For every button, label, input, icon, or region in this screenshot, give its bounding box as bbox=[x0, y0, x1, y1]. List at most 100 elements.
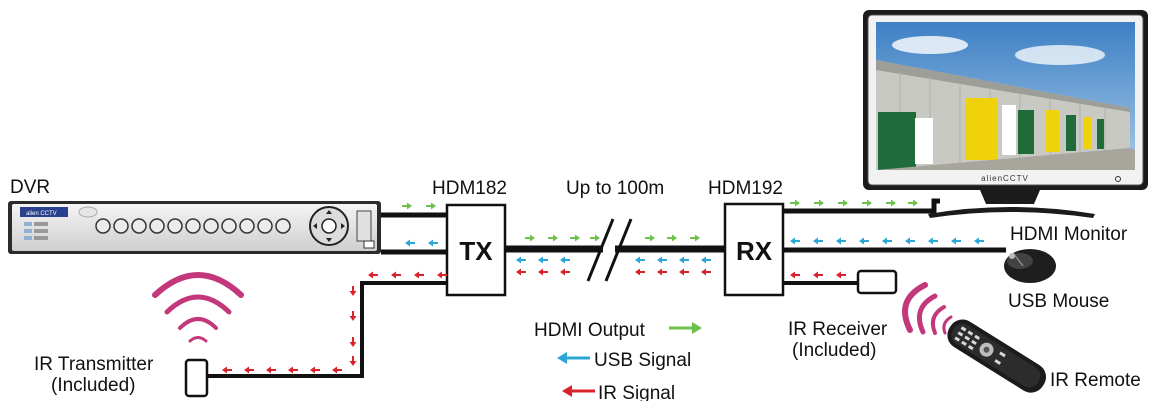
tx-box-label: TX bbox=[459, 236, 493, 266]
distance-label: Up to 100m bbox=[566, 178, 664, 199]
usb-arrow bbox=[882, 237, 892, 245]
hdmi-monitor: alienCCTV bbox=[863, 10, 1148, 218]
ir-arrow bbox=[701, 268, 711, 276]
ir-arrow bbox=[368, 271, 378, 279]
legend-ir-label: IR Signal bbox=[598, 383, 675, 401]
hdmi-arrow bbox=[402, 202, 412, 210]
ir-arrow bbox=[244, 366, 254, 374]
monitor-brand: alienCCTV bbox=[981, 174, 1029, 183]
usb-arrow bbox=[813, 237, 823, 245]
hdmi-arrow bbox=[590, 234, 600, 242]
legend-ir-arrow bbox=[562, 385, 595, 397]
usb-arrow bbox=[790, 237, 800, 245]
usb-arrow bbox=[657, 256, 667, 264]
dvr-button bbox=[221, 218, 237, 234]
ir-arrow bbox=[657, 268, 667, 276]
hdmi-arrow bbox=[548, 234, 558, 242]
hdmi-arrow bbox=[525, 234, 535, 242]
hdmi-monitor-label: HDMI Monitor bbox=[1010, 224, 1128, 245]
dvr-button bbox=[257, 218, 273, 234]
hdmi-arrow bbox=[886, 199, 896, 207]
tx-box: TX bbox=[445, 203, 507, 297]
dvr-button bbox=[167, 218, 183, 234]
ir-arrow bbox=[332, 366, 342, 374]
usb-arrow bbox=[951, 237, 961, 245]
dvr-unit: alien CCTV bbox=[8, 201, 381, 254]
hdmi-arrow bbox=[570, 234, 580, 242]
ir-receiver bbox=[856, 269, 898, 295]
dvr-button bbox=[275, 218, 291, 234]
hdmi-arrow bbox=[790, 199, 800, 207]
usb-mouse bbox=[1004, 249, 1056, 283]
ir-arrow bbox=[790, 271, 800, 279]
ir-arrow bbox=[266, 366, 276, 374]
usb-arrow bbox=[836, 237, 846, 245]
legend: HDMI Output USB Signal IR Signal bbox=[534, 320, 702, 401]
ir-remote-label: IR Remote bbox=[1050, 370, 1141, 391]
usb-arrow bbox=[538, 256, 548, 264]
ir-remote bbox=[947, 319, 1046, 393]
hdmi-arrow bbox=[690, 234, 700, 242]
ir-transmitter-waves bbox=[152, 272, 244, 343]
cables bbox=[207, 198, 1006, 378]
ir-arrow bbox=[560, 268, 570, 276]
hdmi-arrow bbox=[908, 199, 918, 207]
dvr-button bbox=[185, 218, 201, 234]
svg-text:alien CCTV: alien CCTV bbox=[26, 211, 57, 217]
signal-arrows bbox=[222, 199, 984, 374]
tx-model-label: HDM182 bbox=[432, 178, 507, 199]
legend-hdmi-arrow bbox=[669, 322, 702, 334]
hdmi-arrow bbox=[667, 234, 677, 242]
dvr-button bbox=[113, 218, 129, 234]
ir-arrow bbox=[288, 366, 298, 374]
dvr-button bbox=[131, 218, 147, 234]
dvr-button bbox=[149, 218, 165, 234]
ir-arrow bbox=[679, 268, 689, 276]
ir-arrow bbox=[836, 271, 846, 279]
ir-transmitter bbox=[184, 358, 209, 398]
ir-transmitter-label-line1: IR Transmitter bbox=[34, 354, 154, 375]
dvr-button bbox=[203, 218, 219, 234]
ir-arrow bbox=[349, 286, 357, 296]
rx-box-label: RX bbox=[736, 236, 773, 266]
hdmi-arrow bbox=[862, 199, 872, 207]
ir-arrow bbox=[414, 271, 424, 279]
ir-arrow bbox=[538, 268, 548, 276]
distance-break-marks bbox=[586, 218, 633, 282]
dvr-front-buttons bbox=[95, 218, 291, 234]
usb-arrow bbox=[428, 239, 438, 247]
hdmi-arrow bbox=[645, 234, 655, 242]
usb-arrow bbox=[679, 256, 689, 264]
usb-arrow bbox=[928, 237, 938, 245]
dvr-logo bbox=[20, 207, 68, 217]
usb-mouse-label: USB Mouse bbox=[1008, 291, 1109, 312]
ir-arrow bbox=[349, 356, 357, 366]
usb-arrow bbox=[859, 237, 869, 245]
ir-arrow bbox=[349, 311, 357, 321]
dvr-button bbox=[239, 218, 255, 234]
legend-usb-arrow bbox=[557, 352, 590, 364]
usb-arrow bbox=[701, 256, 711, 264]
rx-box: RX bbox=[723, 202, 785, 297]
legend-hdmi-label: HDMI Output bbox=[534, 320, 646, 341]
ir-arrow bbox=[349, 337, 357, 347]
usb-arrow bbox=[405, 239, 415, 247]
hdmi-arrow bbox=[838, 199, 848, 207]
ir-arrow bbox=[437, 271, 447, 279]
usb-arrow bbox=[974, 237, 984, 245]
ir-arrow bbox=[222, 366, 232, 374]
usb-arrow bbox=[516, 256, 526, 264]
ir-receiver-label-line1: IR Receiver bbox=[788, 319, 888, 340]
dvr-button bbox=[95, 218, 111, 234]
ir-arrow bbox=[516, 268, 526, 276]
dvr-label: DVR bbox=[10, 177, 50, 198]
hdmi-arrow bbox=[426, 202, 436, 210]
ir-remote-waves bbox=[902, 282, 953, 335]
usb-arrow bbox=[905, 237, 915, 245]
hdmi-arrow bbox=[814, 199, 824, 207]
ir-arrow bbox=[635, 268, 645, 276]
legend-usb-label: USB Signal bbox=[594, 350, 691, 371]
ir-arrow bbox=[310, 366, 320, 374]
usb-arrow bbox=[635, 256, 645, 264]
